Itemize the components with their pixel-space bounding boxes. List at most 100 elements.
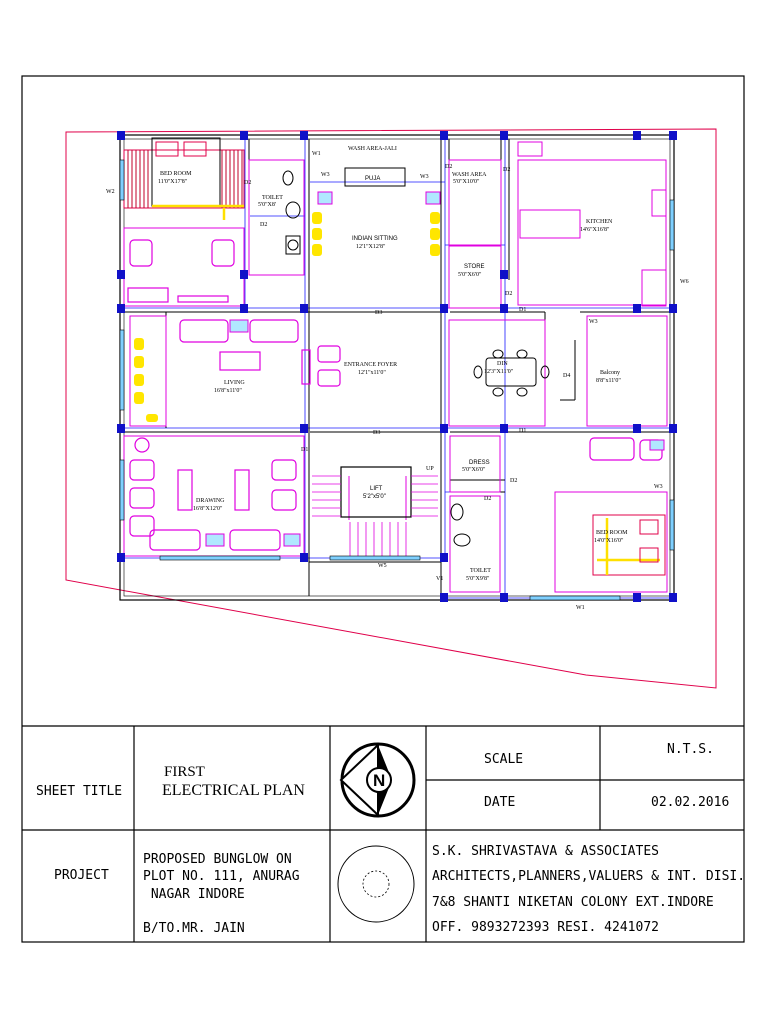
room-size-kitchen: 14'6"X16'8" [580, 227, 610, 233]
firm-profession: ARCHITECTS,PLANNERS,VALUERS & INT. DISI. [432, 869, 745, 884]
room-size-lift: 5'2"x5'0" [363, 494, 386, 500]
sink-icon [517, 141, 543, 157]
mark-d2-kitchen: D2 [503, 167, 510, 173]
pillow-icon [639, 519, 659, 535]
bed-2 [592, 514, 666, 576]
drawing-sofa [129, 437, 297, 551]
floor-plan: BED ROOM 11'0"X17'8" TOILET 5'0"X8' WASH… [106, 131, 689, 611]
room-size-dress: 5'0"X6'0" [462, 467, 486, 473]
firm-name: S.K. SHRIVASTAVA & ASSOCIATES [432, 844, 659, 859]
room-size-toilet-1: 5'0"X8' [258, 202, 276, 208]
project-label: PROJECT [54, 868, 109, 883]
lamp-icon [317, 191, 333, 205]
north-arrow-icon: N [339, 742, 416, 818]
mark-w3-c: W3 [589, 319, 598, 325]
mark-w2: W2 [106, 189, 115, 195]
room-name-drawing: DRAWING [196, 498, 225, 504]
room-size-store: 5'0"X6'0" [458, 272, 482, 278]
firm-address: 7&8 SHANTI NIKETAN COLONY EXT.INDORE [432, 895, 714, 910]
room-size-balcony: 8'8"x11'0" [596, 378, 621, 384]
project-line-1: PROPOSED BUNGLOW ON [143, 852, 292, 867]
date-value: 02.02.2016 [651, 795, 729, 810]
project-line-4: B/TO.MR. JAIN [143, 921, 245, 936]
room-size-entrance-foyer: 12'1"x11'0" [358, 370, 386, 376]
room-size-wash-area: 5'0"X10'0" [453, 179, 480, 185]
room-size-dining: 12'3"X11'0" [484, 369, 514, 375]
project-line-2: PLOT NO. 111, ANURAG [143, 869, 300, 884]
room-name-indian-sitting: INDIAN SITTING [352, 236, 398, 242]
room-name-dining: DIN [497, 361, 508, 367]
lamp-icon [205, 533, 225, 547]
sitting-cushions [134, 212, 440, 422]
mark-w1-top: W1 [312, 151, 321, 157]
room-name-toilet-1: TOILET [262, 195, 283, 201]
mark-d2-c: D2 [445, 164, 452, 170]
mark-d1-c: D1 [301, 447, 308, 453]
pillow-icon [183, 141, 207, 157]
room-size-bed-room-2: 14'0"X16'0" [594, 538, 624, 544]
mark-d2-top: D2 [244, 180, 251, 186]
room-name-wash-area: WASH AREA [452, 172, 487, 178]
room-size-drawing: 16'8"X12'0" [193, 506, 223, 512]
lamp-icon [425, 191, 441, 205]
north-letter: N [373, 771, 385, 790]
window-marks [119, 159, 675, 601]
sheet-title-line2: ELECTRICAL PLAN [162, 782, 305, 799]
lamp-icon [229, 319, 249, 333]
room-size-bed-room-1: 11'0"X17'8" [158, 179, 188, 185]
room-name-lift: LIFT [370, 486, 383, 492]
project-line-3: NAGAR INDORE [143, 887, 245, 902]
date-label: DATE [484, 795, 515, 810]
pillow-icon [639, 547, 659, 563]
mark-d2-dress: D2 [510, 478, 517, 484]
sheet-title-line1: FIRST [164, 764, 205, 780]
title-block: SHEET TITLE FIRST ELECTRICAL PLAN N SCAL… [22, 725, 745, 942]
lamp-icon [283, 533, 301, 547]
mark-w3-a: W3 [321, 172, 330, 178]
stove-icon [651, 189, 667, 217]
mark-d3-mid: D3 [373, 430, 380, 436]
mark-d4: D4 [563, 373, 570, 379]
plot-boundary [65, 128, 717, 689]
room-name-bed-room-2: BED ROOM [596, 530, 628, 536]
mark-v1: V1 [436, 576, 443, 582]
room-name-toilet-2: TOILET [470, 568, 491, 574]
mark-d2-toilet: D2 [484, 496, 491, 502]
mark-w5: W5 [378, 563, 387, 569]
room-name-dress: DRESS [469, 460, 490, 466]
room-name-puja: PUJA [365, 176, 380, 182]
dining-set [473, 349, 550, 397]
mark-d1-b: D1 [519, 428, 526, 434]
scale-label: SCALE [484, 752, 523, 767]
room-name-entrance-foyer: ENTRANCE FOYER [344, 362, 397, 368]
sheet-border [21, 75, 745, 943]
mark-d3-top: D3 [375, 310, 382, 316]
seal-icon [337, 845, 415, 923]
room-size-indian-sitting: 12'1"X12'8" [356, 244, 386, 250]
puja-niche [344, 167, 406, 187]
mark-w3-d: W3 [654, 484, 663, 490]
bedroom1-chairs [127, 239, 235, 303]
room-name-bed-room-1: BED ROOM [160, 171, 192, 177]
mark-d1-a: D1 [519, 307, 526, 313]
mark-up: UP [426, 466, 434, 472]
mark-d2-b: D2 [260, 222, 267, 228]
living-sofa [179, 319, 341, 387]
mark-d2-store: D2 [505, 291, 512, 297]
room-name-store: STORE [464, 264, 485, 270]
room-name-wash-area-jali: WASH AREA-JALI [348, 146, 397, 152]
room-size-toilet-2: 5'0"X9'8" [466, 576, 490, 582]
room-name-living: LIVING [224, 380, 245, 386]
room-name-kitchen: KITCHEN [586, 219, 613, 225]
mark-w3-b: W3 [420, 174, 429, 180]
toilet-fixtures [282, 170, 471, 547]
scale-value: N.T.S. [667, 742, 714, 757]
structural-columns [117, 131, 677, 602]
stairs [312, 475, 438, 556]
pillow-icon [155, 141, 179, 157]
lamp-icon [649, 439, 665, 451]
firm-phone: OFF. 9893272393 RESI. 4241072 [432, 920, 659, 935]
room-size-living: 16'8"x11'0" [214, 388, 242, 394]
lift-shaft [340, 466, 412, 518]
